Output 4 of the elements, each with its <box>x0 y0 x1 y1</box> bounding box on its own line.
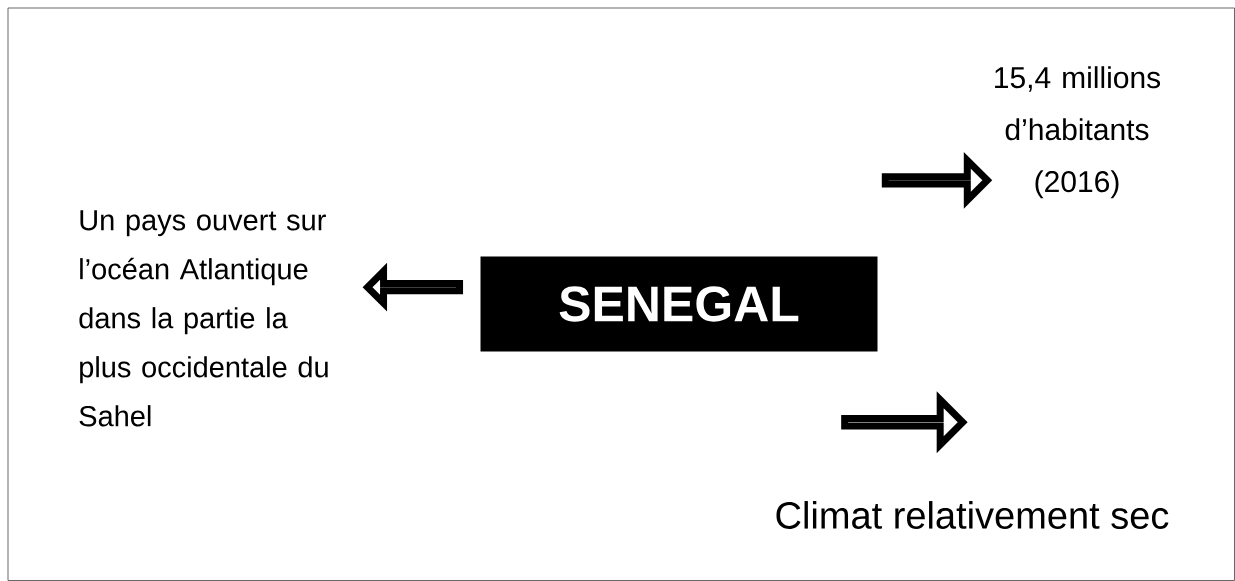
description-text: Un pays ouvert sur l’océan Atlantique dans la partie la plus occidentale du Sahel <box>79 210 328 427</box>
climate-text: Climat relativement sec <box>776 501 1169 529</box>
title-box: SENEGAL <box>480 256 878 352</box>
population-text: 15,4 millions d’habitants (2016) <box>995 66 1161 199</box>
